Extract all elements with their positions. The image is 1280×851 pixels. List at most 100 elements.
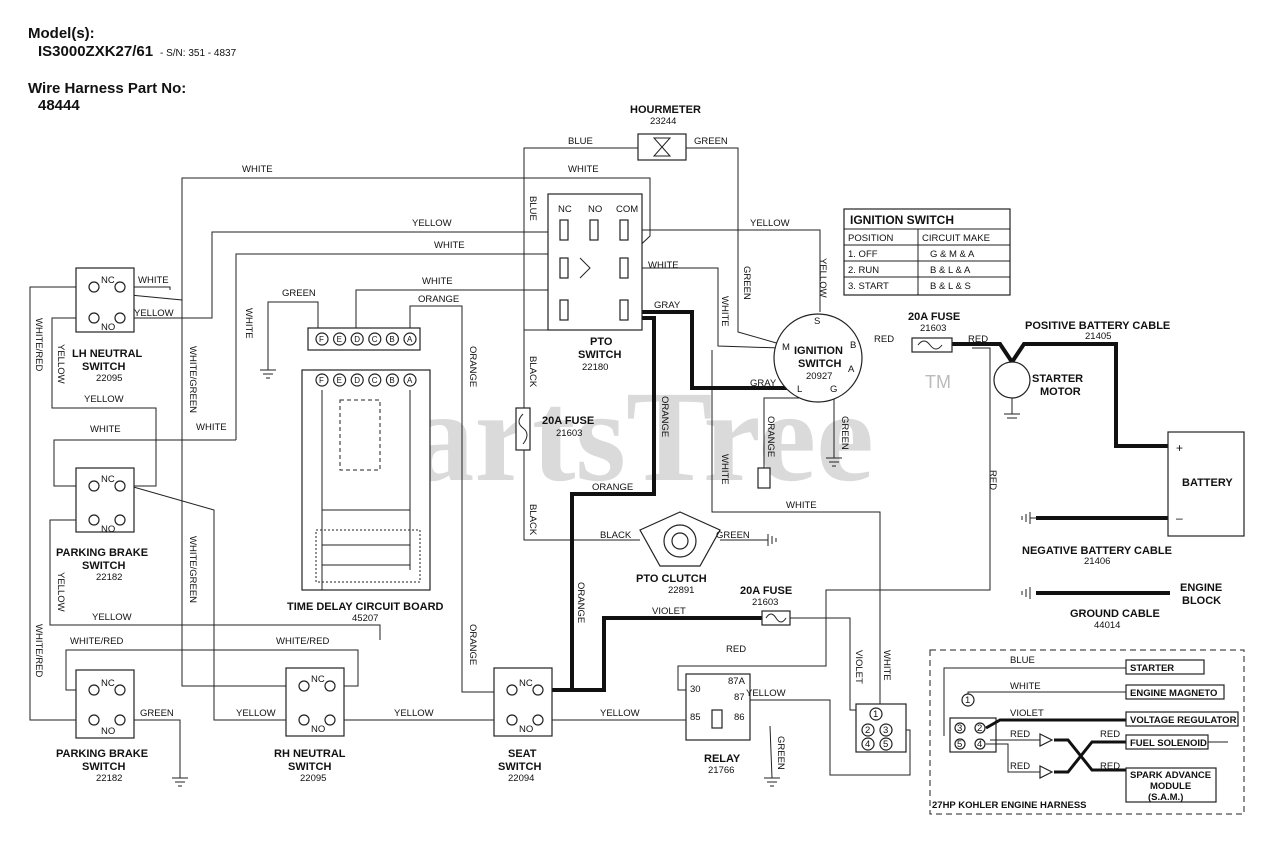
fuse-bottom-label: 20A FUSE bbox=[740, 585, 792, 597]
starter-label2: MOTOR bbox=[1040, 386, 1081, 398]
hourmeter-part: 23244 bbox=[650, 116, 676, 127]
wire-label: BLACK bbox=[600, 530, 632, 541]
lh-part: 22095 bbox=[96, 373, 122, 384]
relay: 30 87A 87 85 86 RELAY 21766 bbox=[685, 673, 751, 776]
negative-cable-label: NEGATIVE BATTERY CABLE bbox=[1022, 545, 1172, 557]
lh-label1: LH NEUTRAL bbox=[72, 348, 143, 360]
wire-label: GREEN bbox=[716, 530, 750, 541]
wire-label: RED bbox=[726, 644, 746, 655]
wire-label: WHITE bbox=[138, 275, 169, 286]
ground-cable-label: GROUND CABLE bbox=[1070, 608, 1160, 620]
time-delay-pin bbox=[350, 332, 364, 346]
wire-label: RED bbox=[968, 334, 988, 345]
kohler-pin: 4 bbox=[977, 739, 982, 750]
wire-label: GREEN bbox=[140, 708, 174, 719]
kohler-fuel-solenoid: FUEL SOLENOID bbox=[1130, 738, 1207, 749]
pb2-nc: NC bbox=[101, 678, 115, 689]
heavy-wires bbox=[548, 310, 1170, 692]
time-delay-pin bbox=[350, 373, 364, 387]
wire-label: BLUE bbox=[527, 196, 538, 221]
wire-label: YELLOW bbox=[600, 708, 640, 719]
wire-label: GREEN bbox=[282, 288, 316, 299]
pto-switch-label1: PTO bbox=[590, 336, 613, 348]
ground-symbols-misc bbox=[172, 457, 842, 787]
table-cell: G & M & A bbox=[930, 249, 975, 260]
wire-label: BLACK bbox=[527, 504, 538, 536]
fuse-top: 20A FUSE 21603 bbox=[908, 311, 960, 353]
lh-neutral-switch: NC NO LH NEUTRAL SWITCH 22095 bbox=[72, 267, 143, 384]
time-delay-pin bbox=[385, 373, 399, 387]
pb1-no: NO bbox=[101, 524, 115, 535]
pb1-part: 22182 bbox=[96, 572, 122, 583]
ignition-table: IGNITION SWITCH POSITION CIRCUIT MAKE 1.… bbox=[843, 208, 1011, 296]
relay-30: 30 bbox=[690, 684, 701, 695]
kohler-wire: RED bbox=[1100, 761, 1120, 772]
wire-label: WHITE/RED bbox=[70, 636, 123, 647]
time-delay-pin-label: C bbox=[372, 376, 378, 385]
kohler-wire: RED bbox=[1010, 761, 1030, 772]
pb2-label1: PARKING BRAKE bbox=[56, 748, 148, 760]
time-delay-pin bbox=[368, 373, 382, 387]
ign-pin-s: S bbox=[814, 316, 820, 327]
kohler-pin: 5 bbox=[957, 739, 962, 750]
battery-plus: + bbox=[1176, 441, 1183, 455]
wire-label: WHITE bbox=[719, 454, 730, 485]
time-delay-pin bbox=[403, 332, 417, 346]
ground-time-delay bbox=[260, 369, 276, 379]
kohler-voltage-regulator: VOLTAGE REGULATOR bbox=[1130, 715, 1237, 726]
watermark-tm: TM bbox=[925, 372, 951, 392]
time-delay-pin bbox=[403, 373, 417, 387]
kohler-pin: 2 bbox=[977, 723, 982, 734]
pto-clutch-part: 22891 bbox=[668, 585, 694, 596]
wire-label: YELLOW bbox=[746, 688, 786, 699]
time-delay-pin bbox=[333, 373, 347, 387]
starter-label1: STARTER bbox=[1032, 373, 1083, 385]
wire-labels: BLUE GREEN WHITE WHITE YELLOW WHITE YELL… bbox=[33, 136, 998, 770]
ignition-label1: IGNITION bbox=[794, 345, 843, 357]
pb2-no: NO bbox=[101, 726, 115, 737]
pto-switch: NC NO COM PTO SWITCH 22180 bbox=[547, 193, 643, 373]
pto-clutch-label: PTO CLUTCH bbox=[636, 573, 707, 585]
parking-brake-switch-1: NC NO PARKING BRAKE SWITCH 22182 bbox=[56, 467, 148, 583]
rh-part: 22095 bbox=[300, 773, 326, 784]
conn-pin: 4 bbox=[865, 739, 870, 750]
wire-label: ORANGE bbox=[659, 396, 670, 437]
pb2-label2: SWITCH bbox=[82, 761, 125, 773]
kohler-sam3: (S.A.M.) bbox=[1148, 792, 1183, 803]
fuse-top-part: 21603 bbox=[920, 323, 946, 334]
wire-label: WHITE bbox=[243, 308, 254, 339]
table-header-position: POSITION bbox=[848, 233, 894, 244]
harness-label: Wire Harness Part No: bbox=[28, 80, 186, 97]
relay-part: 21766 bbox=[708, 765, 734, 776]
time-delay-pin bbox=[368, 332, 382, 346]
wire-label: YELLOW bbox=[55, 344, 66, 384]
wire-label: ORANGE bbox=[418, 294, 459, 305]
wire-label: ORANGE bbox=[575, 582, 586, 623]
rh-nc: NC bbox=[311, 674, 325, 685]
wire-label: YELLOW bbox=[134, 308, 174, 319]
kohler-pin: 1 bbox=[965, 695, 970, 706]
positive-cable-label: POSITIVE BATTERY CABLE bbox=[1025, 320, 1170, 332]
pto-com: COM bbox=[616, 204, 638, 215]
table-row: 3. START bbox=[848, 281, 889, 292]
wire-label: YELLOW bbox=[750, 218, 790, 229]
kohler-engine-magneto: ENGINE MAGNETO bbox=[1130, 688, 1217, 699]
conn-pin: 2 bbox=[865, 725, 870, 736]
wire-label: WHITE/RED bbox=[33, 318, 44, 371]
wire-label: VIOLET bbox=[853, 650, 864, 684]
seat-label1: SEAT bbox=[508, 748, 537, 760]
time-delay-pin-label: B bbox=[389, 335, 394, 344]
wire-label: WHITE bbox=[648, 260, 679, 271]
time-delay-pin-label: E bbox=[337, 376, 342, 385]
wire-label: YELLOW bbox=[236, 708, 276, 719]
wire-label: VIOLET bbox=[652, 606, 686, 617]
wire-label: YELLOW bbox=[84, 394, 124, 405]
wire-label: WHITE bbox=[786, 500, 817, 511]
time-delay-pin-label: D bbox=[354, 335, 360, 344]
wire-label: YELLOW bbox=[817, 258, 828, 298]
model-label: Model(s): bbox=[28, 25, 95, 42]
ign-pin-b: B bbox=[850, 340, 856, 351]
time-delay-pin-label: A bbox=[407, 335, 413, 344]
